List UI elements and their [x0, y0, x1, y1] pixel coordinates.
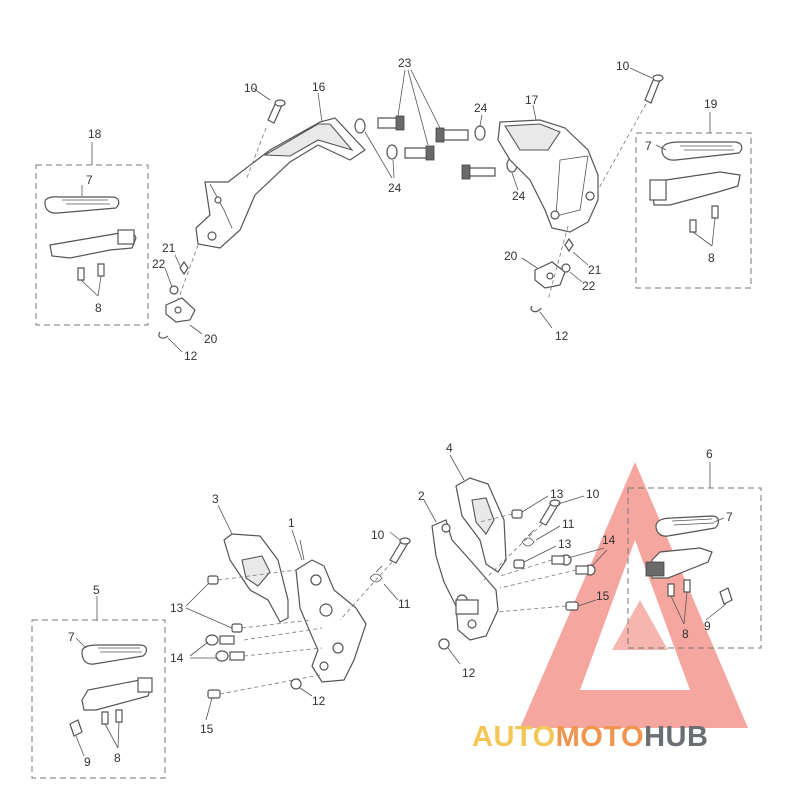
- screw-13-lower-right: [513, 559, 525, 569]
- footpeg-rubber-6: [655, 515, 719, 537]
- bolt-10-top-left: [267, 99, 286, 124]
- logo-wordmark: AUTOMOTOHUB: [472, 721, 708, 753]
- callout-20-right: 20: [504, 249, 518, 263]
- callout-24-b: 24: [388, 181, 402, 195]
- ball-22-left: [169, 285, 179, 295]
- bolt-10-mid-right: [539, 499, 561, 526]
- callout-8-bottom-left: 8: [114, 751, 121, 765]
- callout-24-a: 24: [474, 101, 488, 115]
- callout-3: 3: [212, 492, 219, 506]
- callout-12-bottom-left: 12: [312, 694, 326, 708]
- footpeg-bracket-19: [649, 171, 741, 206]
- spring-11-right: [521, 529, 535, 547]
- callout-2: 2: [418, 489, 425, 503]
- callout-19: 19: [704, 97, 718, 111]
- callout-15-right: 15: [596, 589, 610, 603]
- rearset-bracket-1: [295, 539, 367, 683]
- hanger-bracket-17: [497, 119, 599, 233]
- screws-8-right: [689, 205, 719, 247]
- hanger-bracket-16: [195, 117, 366, 249]
- callout-6: 6: [706, 447, 713, 461]
- spring-21-left: [179, 260, 189, 276]
- callout-13-right-lower: 13: [558, 537, 572, 551]
- callout-10-top-left: 10: [244, 81, 258, 95]
- callout-21-right: 21: [588, 263, 602, 277]
- footpeg-bracket-5: [81, 677, 153, 711]
- ball-22-right: [561, 263, 571, 273]
- footpeg-bracket-6: [645, 547, 713, 579]
- bolt-10-top-right: [644, 74, 664, 104]
- callout-14-right: 14: [602, 533, 616, 547]
- bolt-10-mid-left: [389, 537, 411, 564]
- callout-8-top-right: 8: [708, 251, 715, 265]
- automotohub-logo: AUTOMOTOHUB: [472, 462, 748, 753]
- spring-11-left: [369, 565, 383, 583]
- footpeg-rubber-18: [44, 196, 120, 214]
- callout-8-top-left: 8: [95, 301, 102, 315]
- callout-22-right: 22: [582, 279, 596, 293]
- callout-16: 16: [312, 80, 326, 94]
- callout-10-top-right: 10: [616, 59, 630, 73]
- callout-17: 17: [525, 93, 539, 107]
- spring-21-right: [564, 237, 574, 253]
- callout-7-top-right: 7: [645, 139, 652, 153]
- group-box-6: [627, 487, 762, 649]
- callout-23: 23: [398, 56, 412, 70]
- group-box-5: [31, 619, 166, 779]
- callout-10-mid-right: 10: [586, 487, 600, 501]
- footpeg-bracket-18: [49, 229, 137, 259]
- callout-12-bottom-right: 12: [462, 666, 476, 680]
- callout-14-left: 14: [170, 651, 184, 665]
- callout-20-left: 20: [204, 332, 218, 346]
- callout-9-right: 9: [704, 619, 711, 633]
- callout-9-left: 9: [84, 755, 91, 769]
- heel-guard-4: [455, 477, 507, 573]
- bolt-15-left: [207, 674, 321, 699]
- callout-21-left: 21: [162, 241, 176, 255]
- callout-11-right: 11: [562, 517, 575, 531]
- callout-10-mid-left: 10: [371, 528, 385, 542]
- logo-moto: MOTO: [556, 721, 644, 753]
- callout-labels: 18 7 8 10 16 21 22 20 12 23 24 24 24 17 …: [68, 56, 733, 769]
- screws-8-left: [77, 263, 105, 297]
- callout-12-top-right: 12: [555, 329, 569, 343]
- callout-22-left: 22: [152, 257, 166, 271]
- callout-12-top-left: 12: [184, 349, 198, 363]
- bolt-15-right: [495, 601, 579, 613]
- callout-8-bottom-right: 8: [682, 627, 689, 641]
- logo-auto: AUTO: [472, 721, 556, 753]
- callout-18: 18: [88, 127, 102, 141]
- callout-7-bottom-left: 7: [68, 630, 75, 644]
- screws-8-9-left: [69, 709, 123, 757]
- callout-4: 4: [446, 441, 453, 455]
- footpeg-rubber-5: [81, 644, 147, 665]
- group-box-19: [635, 132, 752, 289]
- callout-1: 1: [288, 516, 295, 530]
- screws-13-left: [207, 569, 311, 633]
- callout-24-c: 24: [512, 189, 526, 203]
- screws-8-9-right: [667, 579, 733, 625]
- washers-bolts-14-right: [499, 554, 596, 589]
- bolts-23: [377, 115, 496, 180]
- washers-bolts-14-left: [205, 627, 323, 662]
- callout-13-left: 13: [170, 601, 184, 615]
- callout-5: 5: [93, 583, 100, 597]
- detent-plate-20-left: [165, 297, 196, 323]
- callout-15-left: 15: [200, 722, 214, 736]
- callout-7-top-left: 7: [86, 173, 93, 187]
- clip-12-bottom-left: [290, 678, 302, 690]
- callout-7-bottom-right: 7: [726, 510, 733, 524]
- callout-11-left: 11: [398, 597, 411, 611]
- heel-guard-3: [223, 533, 289, 623]
- clip-12-right: [530, 305, 542, 313]
- callout-13-right-upper: 13: [550, 487, 564, 501]
- rearset-bracket-2: [431, 519, 499, 641]
- detent-plate-20-right: [534, 261, 566, 289]
- clip-12-left: [158, 331, 169, 339]
- clip-12-bottom-right: [438, 638, 450, 650]
- screw-13-upper-right: [479, 509, 523, 523]
- logo-hub: HUB: [644, 721, 708, 753]
- footpeg-rubber-19: [661, 141, 743, 161]
